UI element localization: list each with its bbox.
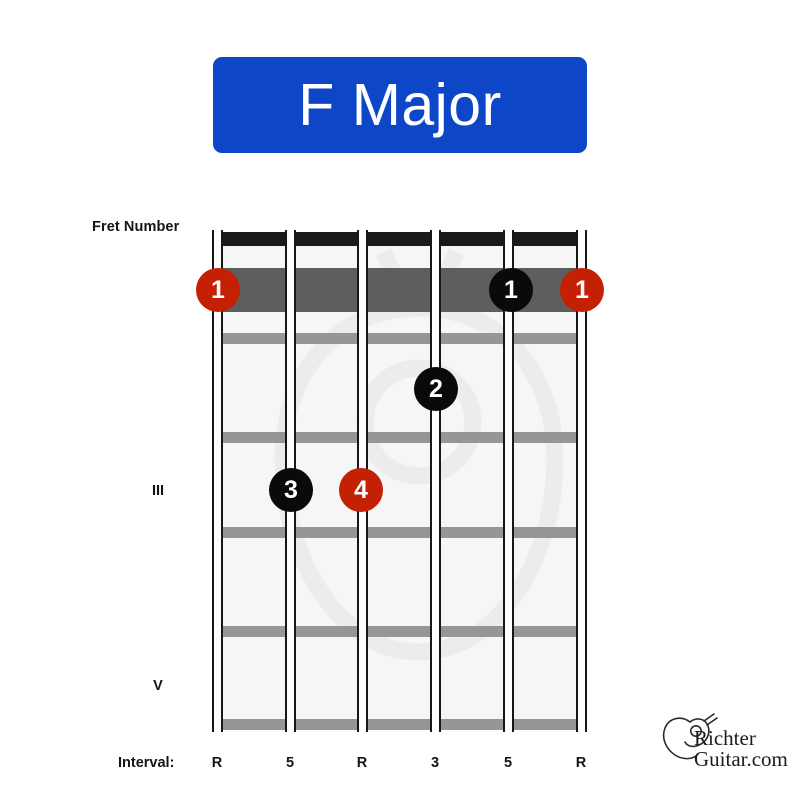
interval-label: Interval: [118, 755, 175, 771]
fret-wire-3 [217, 527, 581, 538]
interval-string-3: R [356, 755, 368, 771]
position-marker-iii: III [151, 483, 165, 499]
logo-wordmark: Richter Guitar.com [694, 728, 790, 770]
fingering-number: 1 [575, 275, 589, 304]
fingering-dot-s5-f1[interactable]: 1 [489, 268, 533, 312]
fingering-number: 2 [429, 374, 443, 403]
fingering-number: 4 [354, 475, 368, 504]
logo-line-2: Guitar.com [694, 747, 788, 771]
interval-string-1: R [211, 755, 223, 771]
interval-string-4: 3 [430, 755, 440, 771]
fret-number-label: Fret Number [92, 219, 180, 235]
guitar-logo-icon [662, 713, 718, 760]
fret-wire-1 [217, 333, 581, 344]
string-5 [503, 230, 514, 732]
chord-title-banner: F Major [213, 57, 587, 153]
fingering-number: 1 [211, 275, 225, 304]
interval-string-6: R [575, 755, 587, 771]
site-logo[interactable]: Richter Guitar.com [660, 712, 788, 784]
fingering-dot-s4-f2[interactable]: 2 [414, 367, 458, 411]
fingering-number: 3 [284, 475, 298, 504]
fingering-number: 1 [504, 275, 518, 304]
logo-line-1: Richter [694, 726, 756, 750]
position-marker-v: V [153, 678, 163, 694]
string-4 [430, 230, 441, 732]
nut [217, 232, 581, 246]
interval-string-2: 5 [285, 755, 295, 771]
chord-title: F Major [298, 71, 502, 138]
string-1 [212, 230, 223, 732]
fingering-dot-s2-f3[interactable]: 3 [269, 468, 313, 512]
fret-wire-5 [217, 719, 581, 730]
fingering-dot-s1-f1[interactable]: 1 [196, 268, 240, 312]
string-6 [576, 230, 587, 732]
fret-wire-4 [217, 626, 581, 637]
fret-wire-2 [217, 432, 581, 443]
fingering-dot-s3-f3[interactable]: 4 [339, 468, 383, 512]
interval-string-5: 5 [503, 755, 513, 771]
fingering-dot-s6-f1[interactable]: 1 [560, 268, 604, 312]
